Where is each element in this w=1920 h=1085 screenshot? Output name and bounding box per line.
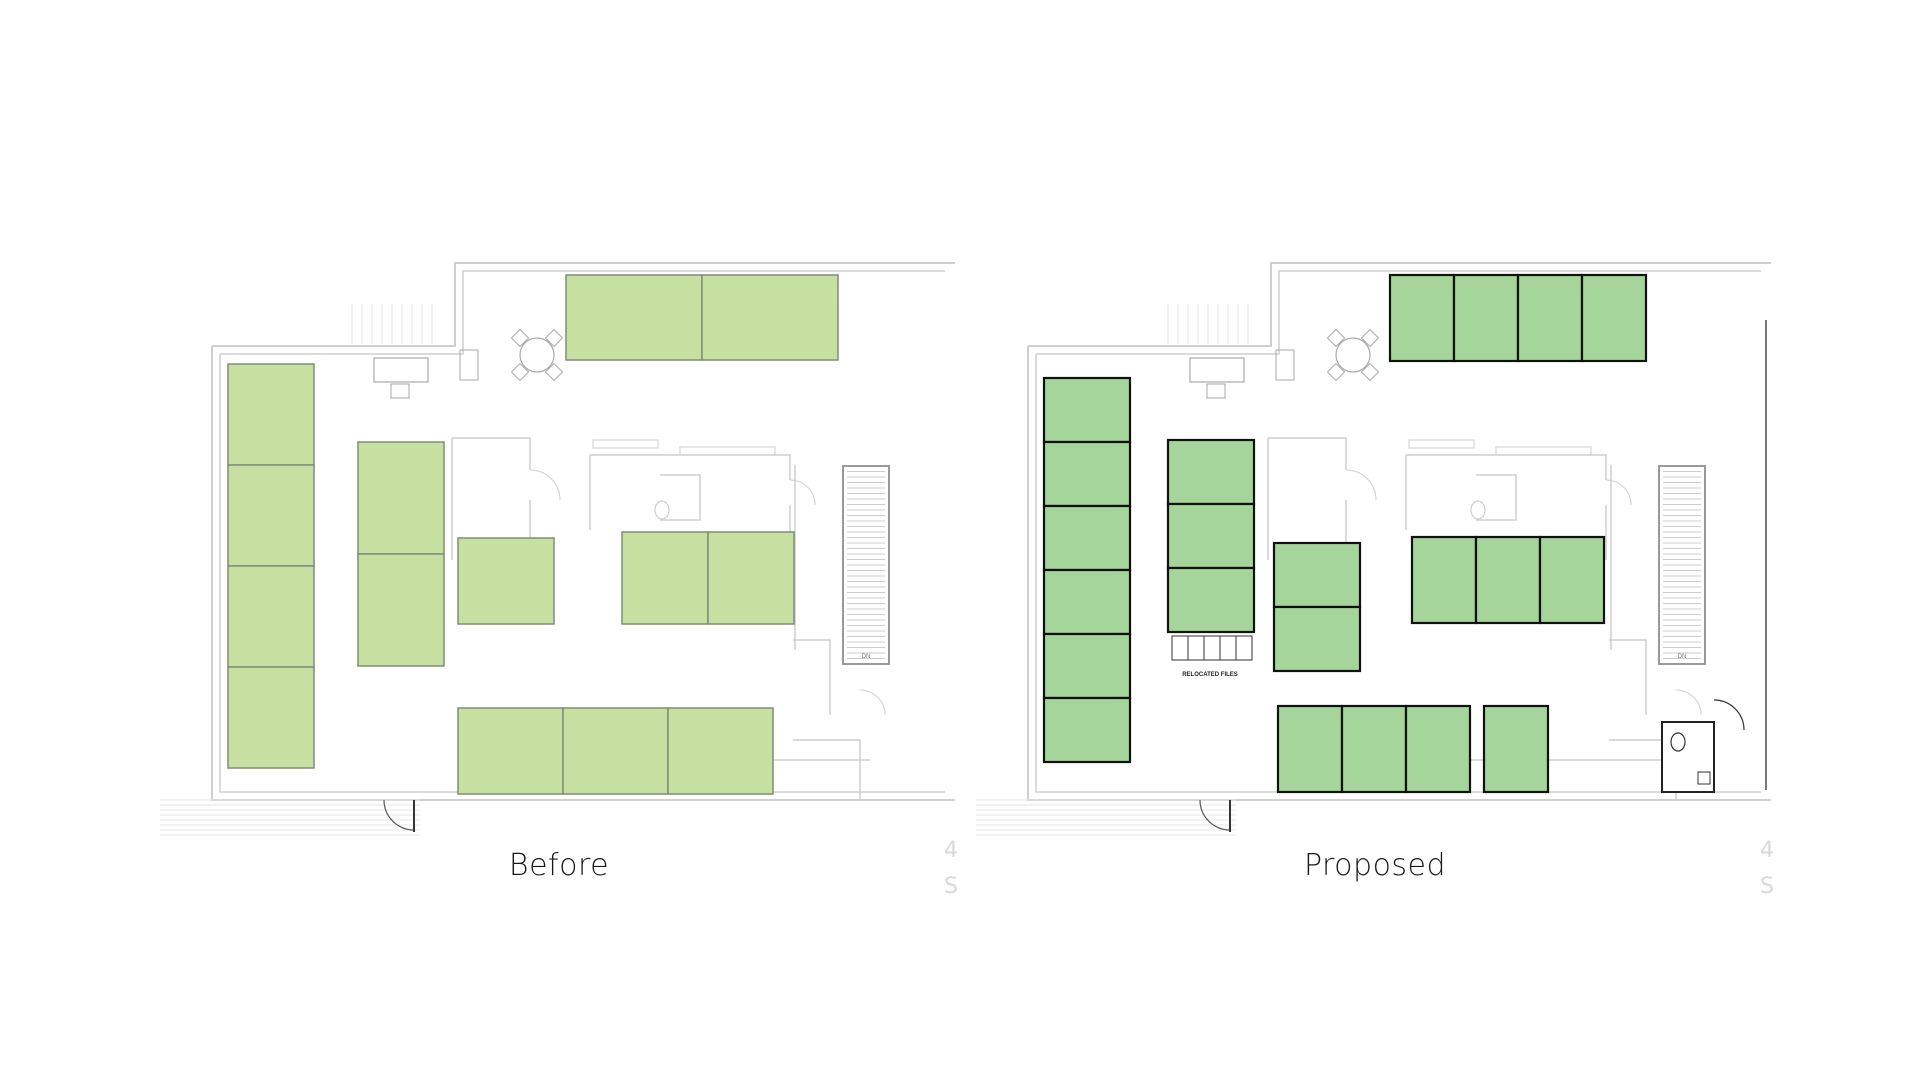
before-chair [544, 362, 564, 382]
proposed-file-cabinet [1187, 635, 1205, 661]
before-interior-partition [793, 639, 831, 715]
proposed-workstation [1580, 273, 1648, 363]
proposed-new-door-swing [1713, 699, 1745, 731]
before-workstation [227, 565, 315, 668]
before-desk-chair [390, 383, 410, 399]
proposed-workstation [1272, 541, 1362, 609]
proposed-workstation [1042, 376, 1132, 444]
before-workstation [227, 363, 315, 466]
before-workstation [357, 553, 445, 667]
before-interior-partition [793, 739, 861, 800]
proposed-chair [1360, 328, 1380, 348]
proposed-workstation [1452, 273, 1520, 363]
before-workstation [457, 537, 555, 625]
before-chair [510, 328, 530, 348]
proposed-desk-chair [1206, 383, 1226, 399]
proposed-file-cabinet [1219, 635, 1237, 661]
proposed-interior-partition [1268, 437, 1347, 470]
before-workstation [707, 531, 795, 625]
before-break-table [519, 337, 555, 373]
before-interior-partition [590, 454, 791, 480]
before-workstation [457, 707, 564, 795]
before-toilet [654, 500, 670, 520]
proposed-toilet [1470, 500, 1486, 520]
before-caption: Before [508, 848, 610, 883]
proposed-workstation [1276, 704, 1344, 794]
proposed-back-door-swing [1675, 689, 1702, 716]
proposed-plan: DN RELOCATED FILES [976, 262, 1771, 836]
proposed-edge-glyph-4: 4 [1760, 838, 1774, 863]
proposed-workstation [1042, 696, 1132, 764]
proposed-counter [1495, 446, 1592, 456]
proposed-restroom-door-swing [1345, 469, 1377, 501]
proposed-workstation [1166, 502, 1256, 570]
proposed-workstation [1482, 704, 1550, 794]
proposed-workstation [1042, 568, 1132, 636]
proposed-sink-counter [1408, 439, 1475, 449]
before-reception-desk [373, 357, 429, 383]
proposed-reception-desk [1189, 357, 1245, 383]
proposed-interior-partition [1609, 639, 1647, 715]
proposed-workstation [1042, 632, 1132, 700]
proposed-caption: Proposed [1303, 848, 1447, 883]
proposed-workstation [1042, 440, 1132, 508]
before-workstation [667, 707, 774, 795]
proposed-break-table [1335, 337, 1371, 373]
before-workstation [562, 707, 669, 795]
before-interior-partition [452, 437, 531, 470]
proposed-workstation [1272, 605, 1362, 673]
proposed-copier [1275, 349, 1295, 381]
proposed-edge-glyph-s: S [1760, 874, 1774, 899]
before-restroom-door-swing [529, 469, 561, 501]
proposed-chair [1326, 328, 1346, 348]
proposed-interior-partition [1476, 474, 1517, 521]
proposed-file-cabinet [1171, 635, 1189, 661]
proposed-new-toilet [1670, 732, 1686, 752]
before-chair [510, 362, 530, 382]
before-counter [679, 446, 776, 456]
proposed-new-restroom [1661, 721, 1715, 793]
proposed-files-label: RELOCATED FILES [1182, 672, 1238, 678]
proposed-office-door-swing [1605, 479, 1632, 506]
before-workstation [357, 441, 445, 555]
before-edge-glyph-s: S [944, 874, 958, 899]
proposed-workstation [1042, 504, 1132, 572]
proposed-workstation [1474, 535, 1542, 625]
before-back-door-swing [859, 689, 886, 716]
proposed-workstation [1166, 566, 1256, 634]
proposed-workstation [1388, 273, 1456, 363]
proposed-workstation [1404, 704, 1472, 794]
proposed-chair [1360, 362, 1380, 382]
proposed-workstation [1340, 704, 1408, 794]
proposed-workstation [1538, 535, 1606, 625]
proposed-file-cabinet [1235, 635, 1253, 661]
proposed-file-cabinet [1203, 635, 1221, 661]
before-copier [459, 349, 479, 381]
before-entry-door-swing [383, 799, 415, 831]
proposed-interior-partition [1406, 454, 1607, 480]
before-plan: DN [160, 262, 955, 836]
before-workstation [621, 531, 709, 625]
proposed-entry-door-swing [1199, 799, 1231, 831]
before-workstation [227, 666, 315, 769]
before-workstation [701, 274, 839, 361]
before-interior-partition [660, 474, 701, 521]
before-edge-glyph-4: 4 [944, 838, 958, 863]
before-office-door-swing [789, 479, 816, 506]
proposed-new-sink [1697, 771, 1711, 785]
proposed-stair-label: DN [1678, 654, 1687, 660]
before-sink-counter [592, 439, 659, 449]
before-workstation [565, 274, 703, 361]
before-chair [544, 328, 564, 348]
before-workstation [227, 464, 315, 567]
proposed-workstation [1516, 273, 1584, 363]
proposed-workstation [1410, 535, 1478, 625]
proposed-chair [1326, 362, 1346, 382]
before-stair-label: DN [862, 654, 871, 660]
proposed-workstation [1166, 438, 1256, 506]
